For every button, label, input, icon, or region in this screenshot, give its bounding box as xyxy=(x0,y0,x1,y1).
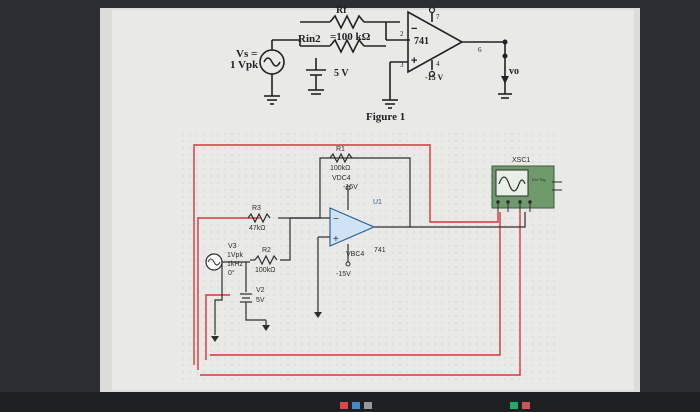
label-v2-value: 5V xyxy=(256,297,265,304)
ground-symbol xyxy=(262,325,270,331)
label-vdc4-top-value: -15V xyxy=(343,184,358,191)
label-r2: R2 xyxy=(262,247,271,254)
label-v3: V3 xyxy=(228,243,237,250)
u1-minus-sign: − xyxy=(333,214,339,225)
u1-plus-sign: + xyxy=(333,234,339,245)
black-wires xyxy=(214,157,526,335)
label-oscilloscope: XSC1 xyxy=(512,157,530,164)
label-pin-2: 2 xyxy=(400,30,404,38)
label-vo: vo xyxy=(509,66,519,77)
ground-symbol xyxy=(211,336,219,342)
label-v3-frequency: 1kHz xyxy=(227,261,243,268)
resistor-r2 xyxy=(254,254,278,266)
label-u1-model: 741 xyxy=(374,247,386,254)
label-v3-phase: 0° xyxy=(228,269,235,277)
label-rin2: Rin2 xyxy=(298,33,321,45)
label-pin-6: 6 xyxy=(478,46,482,54)
figure-caption: Figure 1 xyxy=(366,111,405,123)
label-ext-trig: Ext Trig xyxy=(532,177,546,182)
figure-1-schematic xyxy=(259,10,512,109)
label-rin2-value: =100 kΩ xyxy=(330,31,371,43)
label-inverting-sign: − xyxy=(411,23,417,35)
oscilloscope-waveform-icon xyxy=(498,176,526,192)
label-noninverting-sign: + xyxy=(411,55,417,67)
label-v2: V2 xyxy=(256,287,265,294)
label-vbc4: VBC4 xyxy=(346,251,364,258)
label-v3-amplitude: 1Vpk xyxy=(227,252,243,259)
opamp-u1-symbol xyxy=(329,207,376,247)
opamp-741-symbol xyxy=(407,10,464,74)
red-wires xyxy=(193,144,521,376)
label-vdc4-top: VDC4 xyxy=(332,175,351,182)
label-neg-supply: -15 V xyxy=(425,73,444,82)
label-r2-value: 100kΩ xyxy=(255,267,275,274)
label-opamp-model: 741 xyxy=(414,36,429,47)
label-pin-7: 7 xyxy=(436,13,440,21)
label-u1: U1 xyxy=(373,199,382,206)
label-vbc4-value: -15V xyxy=(336,271,351,278)
label-r3: R3 xyxy=(252,205,261,212)
label-r1-value: 100kΩ xyxy=(330,165,350,172)
oscilloscope-screen xyxy=(495,169,529,197)
label-vs: Vs = xyxy=(236,48,257,60)
label-pin-3: 3 xyxy=(400,61,404,69)
resistor-r3 xyxy=(247,212,271,224)
label-pin-4: 4 xyxy=(436,60,440,68)
battery-v2-symbol xyxy=(240,293,252,303)
label-dc-source: 5 V xyxy=(334,68,349,79)
ground-symbol xyxy=(314,312,322,318)
label-r1: R1 xyxy=(336,146,345,153)
label-rf-fragment: Rf xyxy=(336,5,347,16)
label-vs-value: 1 Vpk xyxy=(230,59,259,71)
resistor-r1 xyxy=(329,152,353,164)
resistor-rf xyxy=(329,14,365,30)
label-r3-value: 47kΩ xyxy=(249,225,266,232)
resistor-rin2 xyxy=(329,38,365,54)
